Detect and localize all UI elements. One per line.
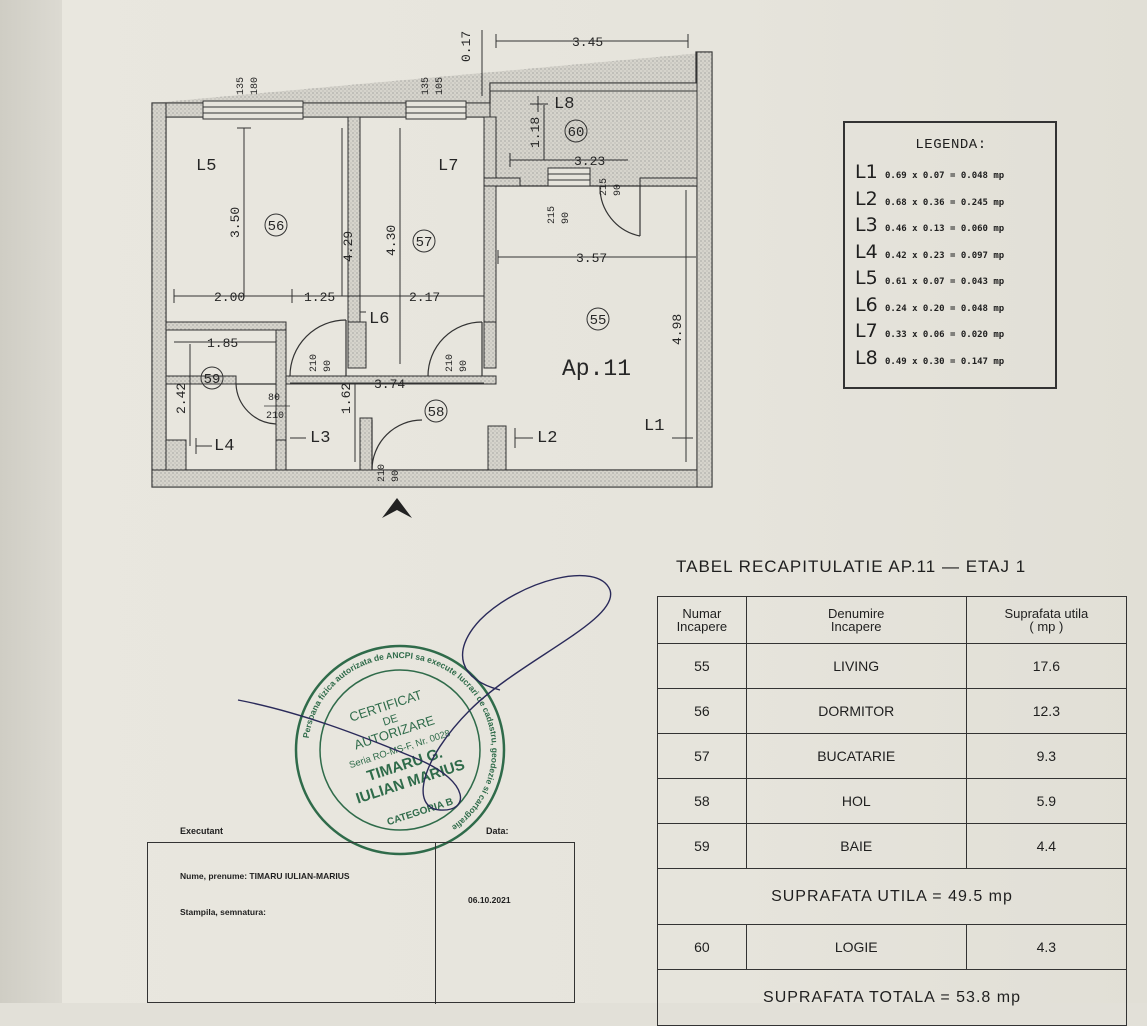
table-row: 60 LOGIE 4.3 xyxy=(657,924,1128,970)
window-4-height: 215 xyxy=(547,206,558,224)
room-number-59: 59 xyxy=(204,372,221,388)
dim-1-62: 1.62 xyxy=(339,383,354,414)
door-4-height: 210 xyxy=(377,464,388,482)
legend-item: L2 0.68 x 0.36 = 0.245 mp xyxy=(855,187,1005,210)
door-2-height: 210 xyxy=(445,354,456,372)
dim-0-17: 0.17 xyxy=(459,31,474,62)
legend-item: L3 0.46 x 0.13 = 0.060 mp xyxy=(855,214,1005,236)
page-edge xyxy=(0,0,62,1003)
legend-item: L1 0.69 x 0.07 = 0.048 mp xyxy=(855,161,1005,183)
window-1-height: 135 xyxy=(236,77,247,95)
dim-2-00: 2.00 xyxy=(214,290,245,305)
door-1-height: 210 xyxy=(309,354,320,372)
label-L8: L8 xyxy=(554,95,574,114)
executant-label: Executant xyxy=(180,826,224,836)
dim-3-74: 3.74 xyxy=(374,377,405,392)
legend-item: L7 0.33 x 0.06 = 0.020 mp xyxy=(855,320,1005,342)
dim-1-18: 1.18 xyxy=(528,117,543,148)
door-3-width: 80 xyxy=(268,393,280,404)
dim-4-29: 4.29 xyxy=(341,231,356,262)
signature-stroke xyxy=(237,574,612,811)
legend-title: LEGENDA: xyxy=(915,137,987,153)
dim-3-57: 3.57 xyxy=(576,251,607,266)
door-2-width: 90 xyxy=(459,360,470,372)
label-L6: L6 xyxy=(369,310,389,329)
room-number-57: 57 xyxy=(416,235,433,251)
windows xyxy=(202,100,591,187)
dim-1-85: 1.85 xyxy=(207,336,238,351)
dim-2-17: 2.17 xyxy=(409,290,440,305)
executant-name: Nume, prenume: TIMARU IULIAN-MARIUS xyxy=(180,871,350,881)
legend-item: L8 0.49 x 0.30 = 0.147 mp xyxy=(855,346,1005,369)
door-1-width: 90 xyxy=(323,360,334,372)
label-L4: L4 xyxy=(214,437,234,456)
label-L5: L5 xyxy=(196,157,216,176)
legend-item: L5 0.61 x 0.07 = 0.043 mp xyxy=(855,267,1005,289)
window-1-width: 180 xyxy=(250,77,261,95)
useful-area-total-row: SUPRAFATA UTILA = 49.5 mp xyxy=(657,868,1127,925)
dim-4-30: 4.30 xyxy=(384,225,399,256)
dim-2-42: 2.42 xyxy=(174,383,189,414)
floor-plan: 3.45 0.17 3.23 1.18 3.50 4.29 4.30 3.57 … xyxy=(151,30,713,518)
table-row: 57 BUCATARIE 9.3 xyxy=(657,733,1128,779)
room-number-55: 55 xyxy=(590,313,607,329)
executant-divider xyxy=(435,843,436,1004)
door-4-width: 90 xyxy=(391,470,402,482)
legend-item: L6 0.24 x 0.20 = 0.048 mp xyxy=(855,293,1005,316)
stamp-line-2: DE xyxy=(381,712,399,728)
recap-table-title: TABEL RECAPITULATIE AP.11 — ETAJ 1 xyxy=(676,557,1027,576)
north-arrow-icon xyxy=(382,498,412,518)
authorization-stamp: Persoana fizica autorizata de ANCPI sa e… xyxy=(294,644,506,856)
dim-3-23: 3.23 xyxy=(574,154,605,169)
dim-3-50: 3.50 xyxy=(228,207,243,238)
label-L7: L7 xyxy=(438,157,458,176)
table-row: 56 DORMITOR 12.3 xyxy=(657,688,1128,734)
executant-date: 06.10.2021 xyxy=(468,895,511,905)
recap-table: Numar Incapere Denumire Incapere Suprafa… xyxy=(657,596,1128,1026)
table-row: 58 HOL 5.9 xyxy=(657,778,1128,824)
legend-item: L4 0.42 x 0.23 = 0.097 mp xyxy=(855,240,1005,263)
table-row: 59 BAIE 4.4 xyxy=(657,823,1128,869)
executant-stamp-label: Stampila, semnatura: xyxy=(180,907,266,917)
header-room-name: Denumire Incapere xyxy=(745,596,967,644)
header-room-number: Numar Incapere xyxy=(657,596,747,644)
label-L2: L2 xyxy=(537,429,557,448)
window-2-width: 105 xyxy=(435,77,446,95)
signature xyxy=(237,574,612,811)
dim-4-98: 4.98 xyxy=(670,314,685,345)
room-number-60: 60 xyxy=(568,125,585,141)
room-number-58: 58 xyxy=(428,405,445,421)
label-L3: L3 xyxy=(310,429,330,448)
date-label: Data: xyxy=(486,826,509,836)
window-2-height: 135 xyxy=(421,77,432,95)
window-3-height: 215 xyxy=(599,178,610,196)
executant-box: Nume, prenume: TIMARU IULIAN-MARIUS Stam… xyxy=(147,842,575,1004)
room-number-56: 56 xyxy=(268,219,285,235)
door-3-height: 210 xyxy=(266,411,284,422)
legend-box: LEGENDA: L1 0.69 x 0.07 = 0.048 mp L2 0.… xyxy=(843,121,1057,389)
window-4-width: 90 xyxy=(561,212,572,224)
doors xyxy=(235,185,641,471)
dim-1-25: 1.25 xyxy=(304,290,335,305)
dim-3-45: 3.45 xyxy=(572,35,603,50)
label-L1: L1 xyxy=(644,417,664,436)
dimension-lines xyxy=(173,30,696,462)
window-3-width: 90 xyxy=(613,184,624,196)
apartment-label: Ap.11 xyxy=(562,356,631,382)
useful-area-total: SUPRAFATA UTILA = 49.5 mp xyxy=(657,868,1127,925)
